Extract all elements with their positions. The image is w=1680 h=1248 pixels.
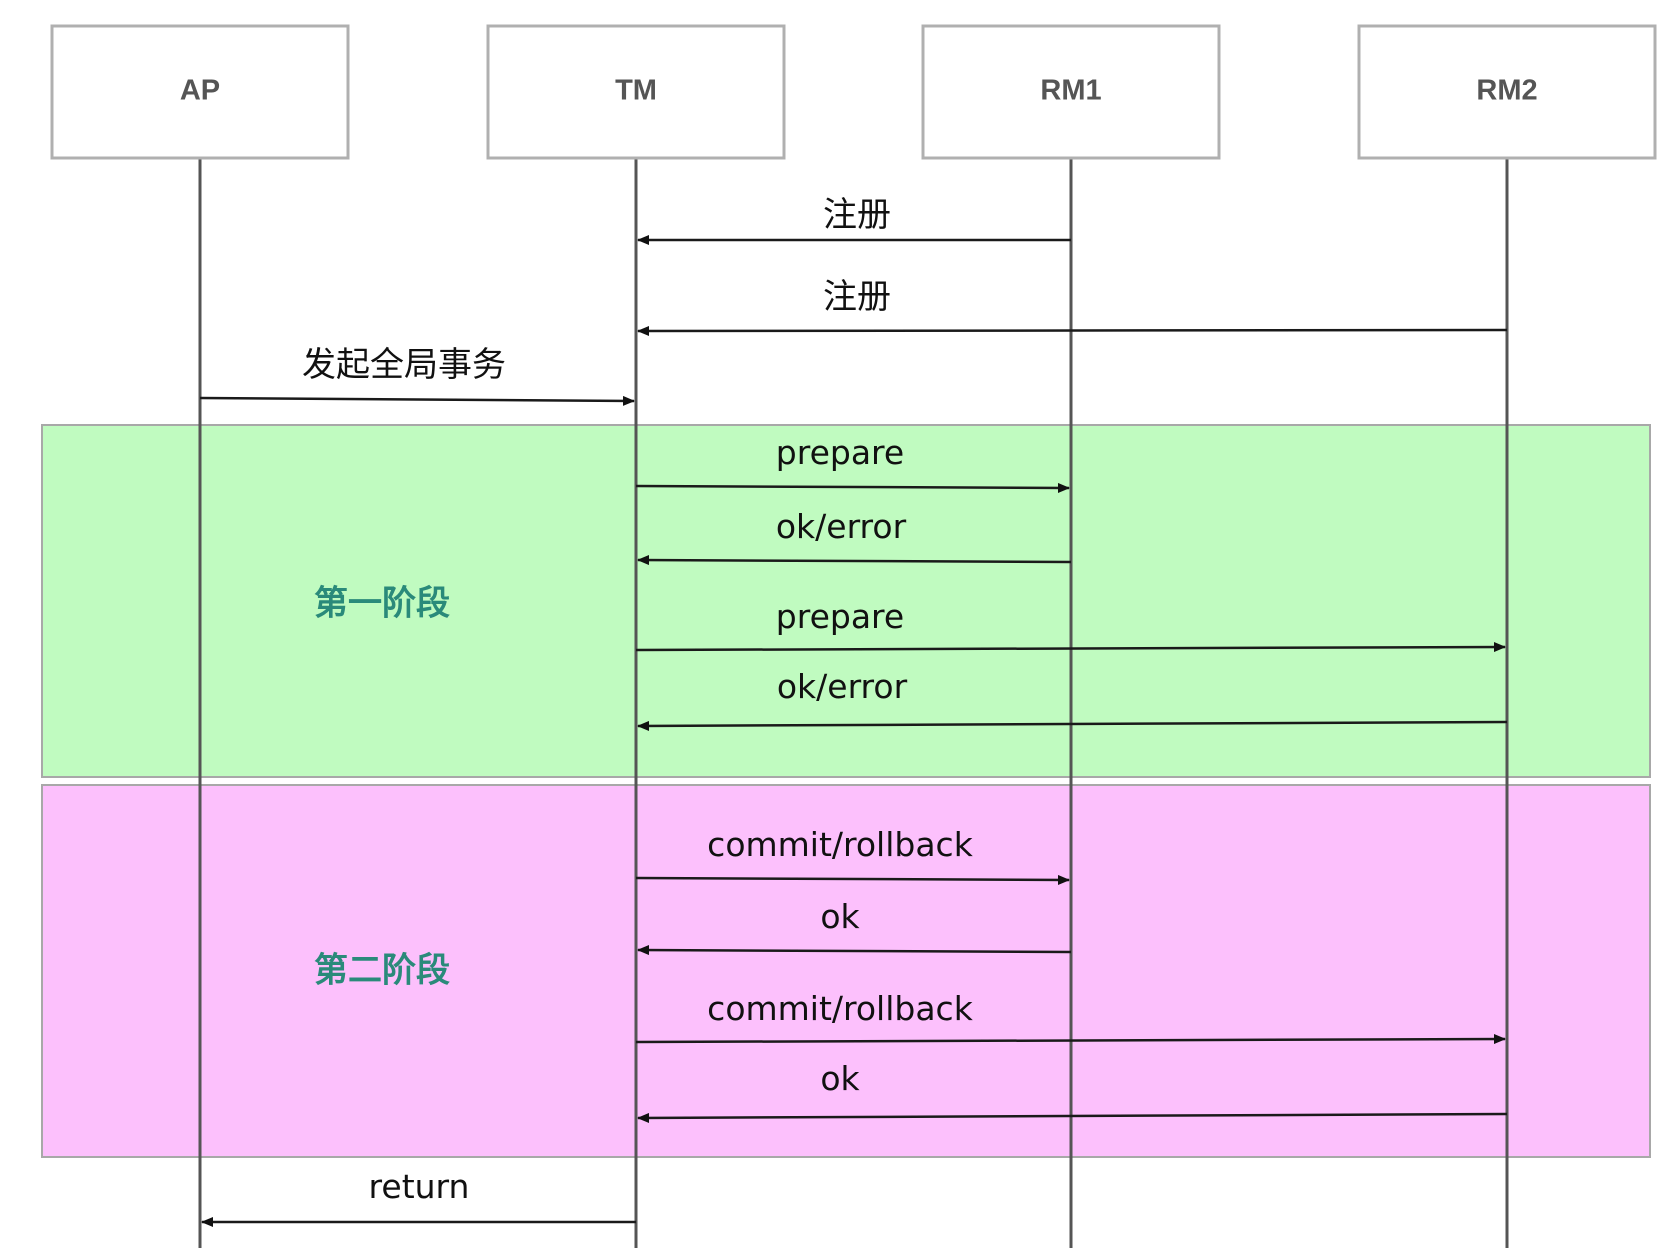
message-arrow (635, 874, 1070, 885)
message-ok-error-rm2: ok/error (637, 667, 1508, 731)
phase-two-region: 第二阶段 (41, 784, 1651, 1158)
message-ok-rm2: ok (637, 1059, 1508, 1123)
participant-ap: AP (50, 24, 350, 160)
message-arrow (637, 720, 1508, 731)
message-prepare-rm1: prepare (635, 433, 1070, 493)
message-prepare-rm2: prepare (635, 597, 1506, 653)
phase-two-label: 第二阶段 (314, 951, 450, 991)
message-commit-rollback-rm2: commit/rollback (635, 989, 1506, 1045)
participant-label-rm1: RM1 (1040, 75, 1101, 107)
phase-two-box (41, 784, 1651, 1158)
message-label: ok/error (777, 667, 908, 706)
message-return: return (201, 1167, 636, 1227)
participant-box-tm (486, 24, 786, 160)
participant-rm1: RM1 (921, 24, 1221, 160)
message-label: commit/rollback (707, 825, 974, 864)
message-ok-error-rm1: ok/error (637, 507, 1072, 566)
message-commit-rollback-rm1: commit/rollback (635, 825, 1070, 885)
message-label: prepare (776, 597, 904, 636)
message-label: 注册 (823, 195, 891, 235)
message-label: return (369, 1167, 470, 1206)
phase-one-box (41, 424, 1651, 778)
message-arrow (637, 555, 1072, 566)
message-label: ok/error (776, 507, 907, 546)
message-label: ok (820, 1059, 860, 1098)
participant-rm2: RM2 (1357, 24, 1657, 160)
participant-label-ap: AP (180, 75, 220, 107)
message-rm2-register: 注册 (637, 277, 1508, 336)
participant-box-rm2 (1357, 24, 1657, 160)
participant-label-tm: TM (615, 75, 657, 107)
phase-one-label: 第一阶段 (314, 584, 450, 624)
message-ok-rm1: ok (637, 897, 1072, 956)
message-arrow (199, 395, 635, 406)
message-arrow (635, 1034, 1506, 1045)
participant-box-ap (50, 24, 350, 160)
phase-one-region: 第一阶段 (41, 424, 1651, 778)
message-label: 注册 (823, 277, 891, 317)
message-rm1-register: 注册 (637, 195, 1071, 245)
message-label: ok (820, 897, 860, 936)
message-arrow (635, 482, 1070, 493)
message-arrow (637, 945, 1072, 956)
message-label: prepare (776, 433, 904, 472)
message-arrow (635, 642, 1506, 653)
participant-label-rm2: RM2 (1476, 75, 1537, 107)
participant-box-rm1 (921, 24, 1221, 160)
message-label: commit/rollback (707, 989, 974, 1028)
message-start-global-transaction: 发起全局事务 (199, 345, 635, 406)
message-label: 发起全局事务 (302, 345, 506, 385)
message-arrow (637, 325, 1508, 336)
participant-tm: TM (486, 24, 786, 160)
message-arrow (637, 1112, 1508, 1123)
